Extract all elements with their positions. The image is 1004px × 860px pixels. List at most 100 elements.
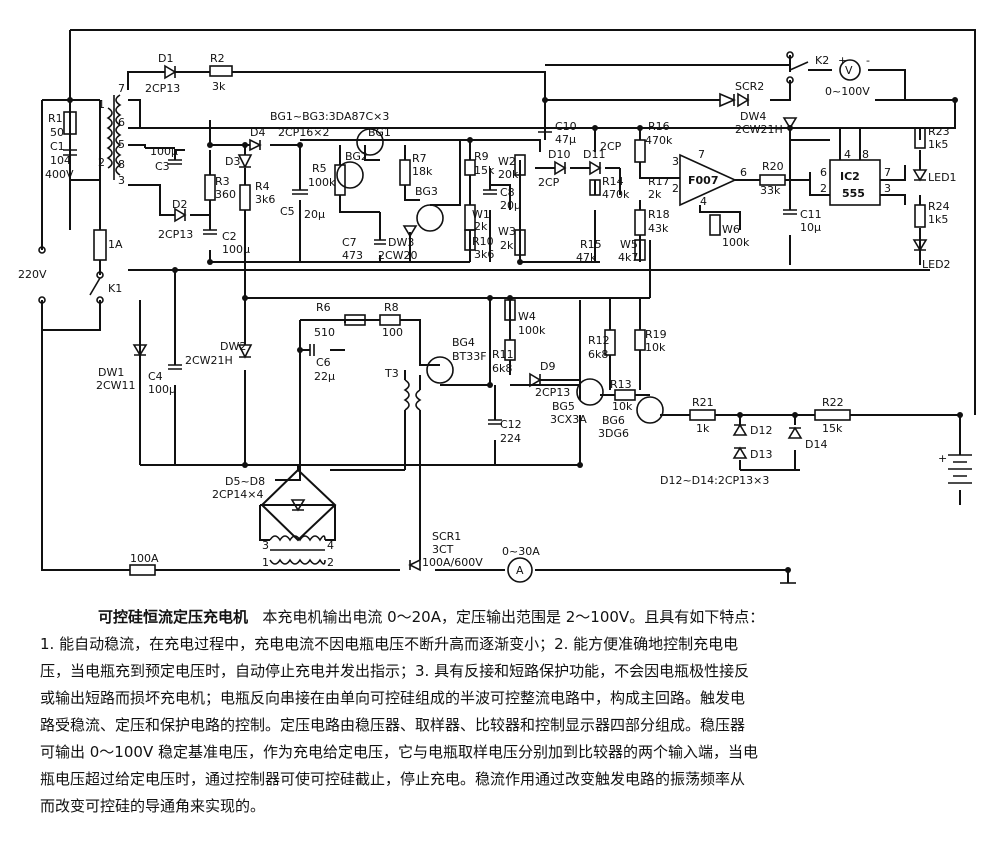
label-d3: D3 <box>225 155 240 168</box>
label-bg-note: BG1~BG3:3DA87C×3 <box>270 110 389 123</box>
label-d10-type: 2CP <box>538 176 560 189</box>
label-dw3-type: 2CW20 <box>378 249 418 262</box>
label-r14-val: 470k <box>602 188 630 201</box>
caption-line-8: 而改变可控硅的导通角来实现的。 <box>40 797 266 815</box>
label-r23: R23 <box>928 125 950 138</box>
caption-line-4: 或输出短路而损坏充电机；电瓶反向串接在由单向可控硅组成的半波可控整流电路中，构成… <box>40 689 746 707</box>
label-pin3: 3 <box>672 155 679 168</box>
charger-schematic: D1 2CP13 R2 3k BG1~BG3:3DA87C×3 R1 50 C1… <box>18 29 976 584</box>
label-d9: D9 <box>540 360 555 373</box>
label-d13: D13 <box>750 448 772 461</box>
label-r9: R9 <box>474 150 489 163</box>
label-r4-val: 3k6 <box>255 193 275 206</box>
label-r19-val: 10k <box>645 341 666 354</box>
label-w3: W3 <box>498 225 516 238</box>
schematic-labels: D1 2CP13 R2 3k BG1~BG3:3DA87C×3 R1 50 C1… <box>18 52 957 577</box>
label-bg4: BG4 <box>452 336 475 349</box>
caption-line-1-text: 本充电机输出电流 0～20A，定压输出范围是 2～100V。且具有如下特点： <box>262 608 765 626</box>
label-c4: C4 <box>148 370 163 383</box>
label-bg5: BG5 <box>552 400 575 413</box>
label-t-pin1: 1 <box>98 98 105 111</box>
label-c8: C8 <box>500 186 515 199</box>
label-r3: R3 <box>215 175 230 188</box>
label-c3-val: 100μ <box>150 145 178 158</box>
label-bg6-type: 3DG6 <box>598 427 629 440</box>
label-c10-val: 47μ <box>555 133 576 146</box>
label-d11-type: 2CP <box>600 140 622 153</box>
label-pin4: 4 <box>700 195 707 208</box>
label-dw3: DW3 <box>388 236 414 249</box>
caption-paragraph: 可控硅恒流定压充电机 本充电机输出电流 0～20A，定压输出范围是 2～100V… <box>40 604 980 820</box>
label-r15-val: 47k <box>576 251 597 264</box>
label-c4-val: 100μ <box>148 383 176 396</box>
label-r9-val: 15k <box>474 164 495 177</box>
label-220v: 220V <box>18 268 47 281</box>
label-r14: R14 <box>602 175 624 188</box>
label-c12-val: 224 <box>500 432 521 445</box>
label-d2-type: 2CP13 <box>158 228 193 241</box>
label-c8-val: 20μ <box>500 199 521 212</box>
caption-line-5: 路受稳流、定压和保护电路的控制。定压电路由稳压器、取样器、比较器和控制显示器四部… <box>40 716 746 734</box>
label-ammeter: A <box>516 564 524 577</box>
label-r24: R24 <box>928 200 950 213</box>
label-c6: C6 <box>316 356 331 369</box>
label-ic2-type: 555 <box>842 187 865 200</box>
label-voltmeter-minus: - <box>866 54 870 67</box>
label-bridge-type: 2CP14×4 <box>212 488 264 501</box>
label-dw1-type: 2CW11 <box>96 379 136 392</box>
label-ic-007: F007 <box>688 174 718 187</box>
label-r21: R21 <box>692 396 714 409</box>
caption-line-7: 瓶电压超过给定电压时，通过控制器可使可控硅截止，停止充电。稳流作用通过改变触发电… <box>40 770 746 788</box>
label-r11-val: 6k8 <box>492 362 512 375</box>
label-c1: C1 <box>50 140 65 153</box>
label-r17-val: 2k <box>648 188 662 201</box>
label-c1-v: 400V <box>45 168 74 181</box>
caption-line-2: 1. 能自动稳流，在充电过程中，充电电流不因电瓶电压不断升高而逐渐变小；2. 能… <box>40 635 739 653</box>
label-c3: C3 <box>155 160 170 173</box>
label-r4: R4 <box>255 180 270 193</box>
label-d14: D14 <box>805 438 827 451</box>
label-c5: C5 <box>280 205 295 218</box>
label-r23-val: 1k5 <box>928 138 948 151</box>
label-led1: LED1 <box>928 171 957 184</box>
label-r17: R17 <box>648 175 670 188</box>
label-c11-val: 10μ <box>800 221 821 234</box>
label-w1-val: 2k <box>474 220 488 233</box>
label-scr1-rating: 100A/600V <box>422 556 483 569</box>
label-d1: D1 <box>158 52 173 65</box>
label-bg5-type: 3CX3A <box>550 413 587 426</box>
label-r1-val: 50 <box>50 126 64 139</box>
label-ic2-p4: 4 <box>844 148 851 161</box>
label-t-pin5: 5 <box>118 138 125 151</box>
label-ic2-p6: 6 <box>820 166 827 179</box>
label-bg4-type: BT33F <box>452 350 487 363</box>
label-dw4: DW4 <box>740 110 766 123</box>
label-r20: R20 <box>762 160 784 173</box>
label-r5-val: 100k <box>308 176 336 189</box>
label-bg2: BG2 <box>345 150 368 163</box>
label-r11: R11 <box>492 348 514 361</box>
caption-line-1: 可控硅恒流定压充电机 本充电机输出电流 0～20A，定压输出范围是 2～100V… <box>40 604 980 631</box>
caption-line-3: 压，当电瓶充到预定电压时，自动停止充电并发出指示；3. 具有反接和短路保护功能，… <box>40 662 750 680</box>
label-r20-val: 33k <box>760 184 781 197</box>
label-bg6: BG6 <box>602 414 625 427</box>
label-a-range: 0~30A <box>502 545 540 558</box>
label-bpin4: 4 <box>327 539 334 552</box>
label-d11: D11 <box>583 148 605 161</box>
label-c10: C10 <box>555 120 577 133</box>
label-t-pin6: 6 <box>118 116 125 129</box>
label-dw2: DW2 <box>220 340 246 353</box>
label-r22-val: 15k <box>822 422 843 435</box>
label-scr2: SCR2 <box>735 80 764 93</box>
label-w5-val: 4k7 <box>618 251 638 264</box>
label-t-pin2: 2 <box>98 156 105 169</box>
label-w4: W4 <box>518 310 536 323</box>
label-d10: D10 <box>548 148 570 161</box>
caption-line-6: 可输出 0～100V 稳定基准电压，作为充电给定电压，它与电瓶取样电压分别加到比… <box>40 743 758 761</box>
caption-title: 可控硅恒流定压充电机 <box>98 608 249 626</box>
label-pin7: 7 <box>698 148 705 161</box>
label-pin2: 2 <box>672 182 679 195</box>
label-scr1-type: 3CT <box>432 543 454 556</box>
label-bg3: BG3 <box>415 185 438 198</box>
label-ic2-p2: 2 <box>820 182 827 195</box>
